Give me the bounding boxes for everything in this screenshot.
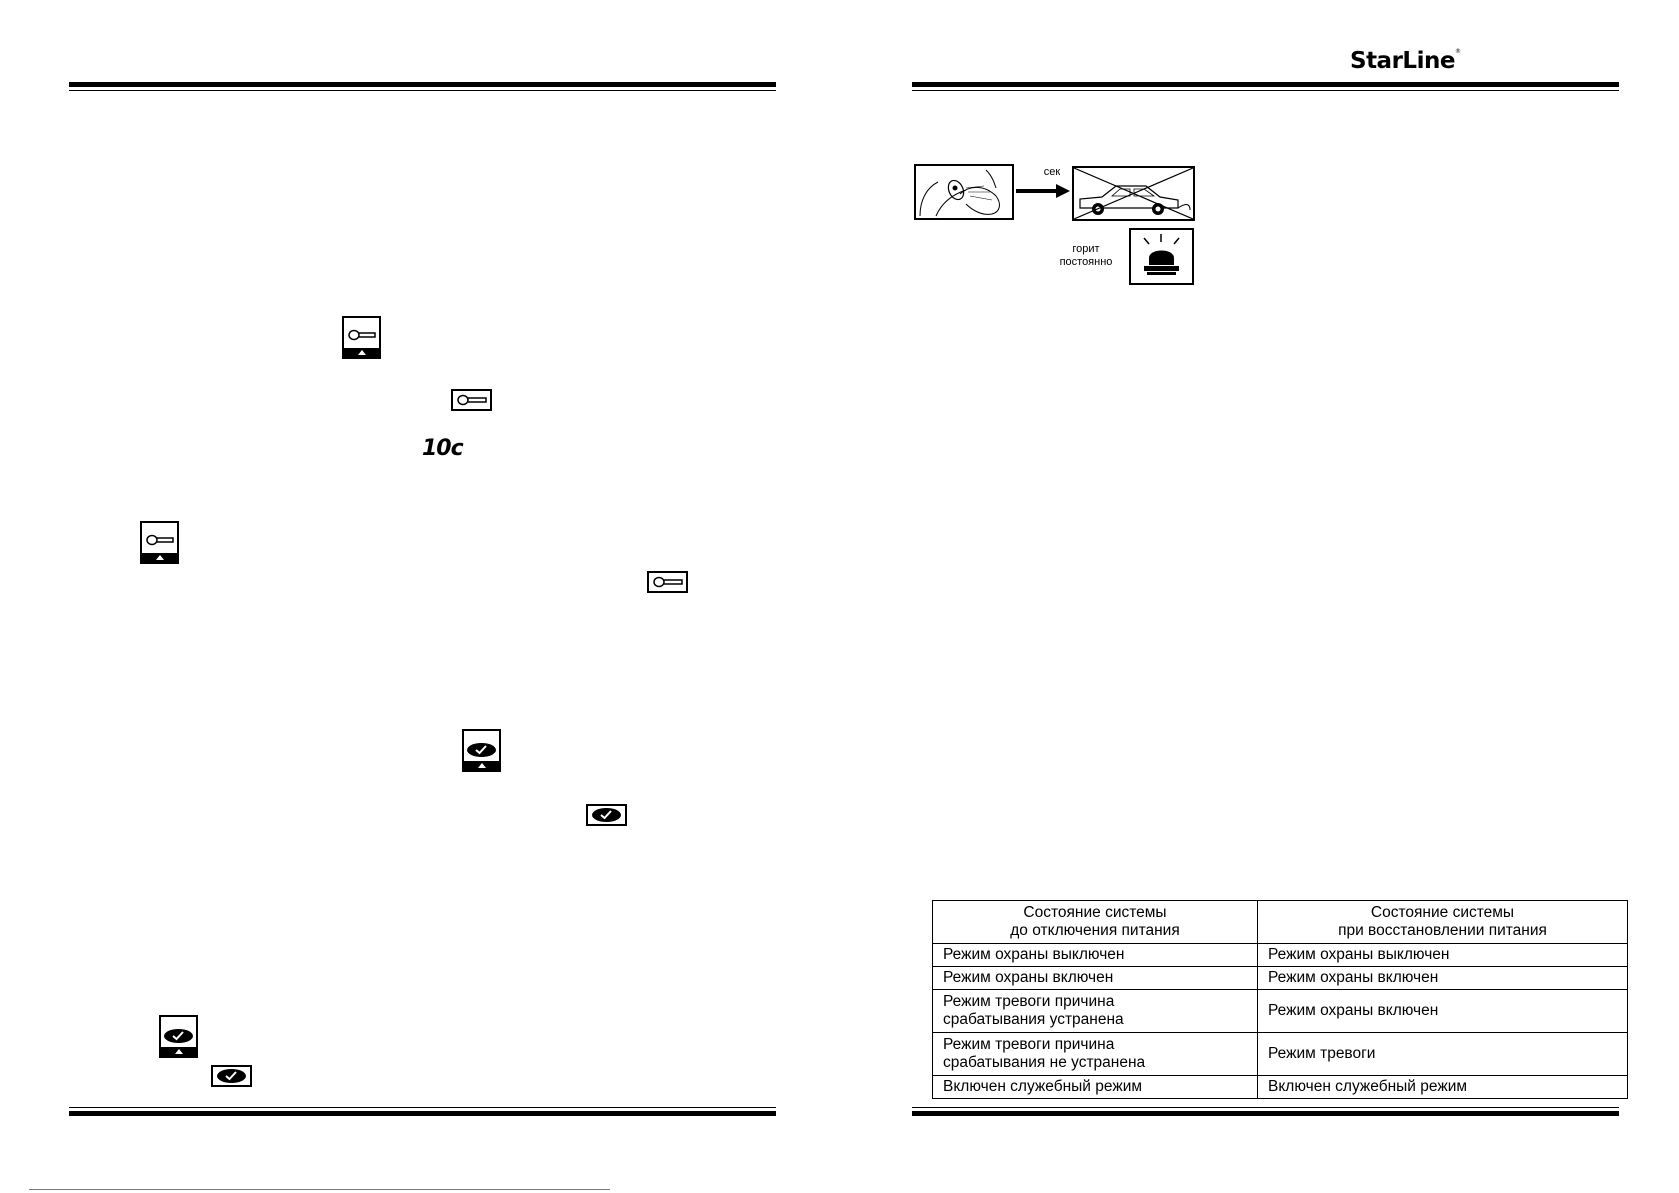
- starline-logo: StarLine®: [1350, 48, 1461, 74]
- check-indicator-icon: [211, 1065, 252, 1087]
- flashing-light-icon: [1129, 228, 1194, 285]
- table-header-before: Состояние системы до отключения питания: [932, 900, 1258, 944]
- table-cell-after: Режим охраны включен: [1257, 966, 1628, 990]
- key-button-icon: [342, 316, 381, 359]
- table-cell-before: Включен служебный режим: [932, 1075, 1258, 1099]
- table-cell-after: Режим тревоги: [1257, 1032, 1628, 1076]
- scan-edge-line: [29, 1189, 610, 1190]
- table-cell-before: Режим охраны включен: [932, 966, 1258, 990]
- crossed-out-car-icon: [1072, 166, 1195, 221]
- table-cell-before: Режим охраны выключен: [932, 943, 1258, 967]
- table-header-after: Состояние системы при восстановлении пит…: [1257, 900, 1628, 944]
- left-footer-rule-thick: [69, 1111, 776, 1116]
- table-cell-before: Режим тревоги причина срабатывания устра…: [932, 989, 1258, 1033]
- table-row: Режим тревоги причина срабатывания не ус…: [932, 1032, 1628, 1076]
- key-indicator-icon: [647, 571, 688, 593]
- table-cell-after: Включен служебный режим: [1257, 1075, 1628, 1099]
- light-label: горит постоянно: [1059, 243, 1113, 268]
- table-header-row: Состояние системы до отключения питания …: [932, 900, 1628, 944]
- hand-with-keyfob-icon: [914, 164, 1014, 220]
- table-row: Режим тревоги причина срабатывания устра…: [932, 989, 1628, 1033]
- right-header-rule-thin: [912, 90, 1619, 91]
- left-header-rule-thin: [69, 90, 776, 91]
- arrow-right-icon: [1016, 184, 1070, 198]
- left-header-rule-thick: [69, 82, 776, 87]
- right-header-rule-thick: [912, 82, 1619, 87]
- key-indicator-icon: [451, 389, 492, 411]
- left-footer-rule-thin: [69, 1107, 776, 1108]
- right-footer-rule-thin: [912, 1107, 1619, 1108]
- table-cell-before: Режим тревоги причина срабатывания не ус…: [932, 1032, 1258, 1076]
- check-button-icon: [462, 729, 501, 772]
- check-indicator-icon: [586, 804, 627, 826]
- table-row: Режим охраны выключен Режим охраны выклю…: [932, 943, 1628, 967]
- table-row: Режим охраны включен Режим охраны включе…: [932, 966, 1628, 990]
- table-cell-after: Режим охраны выключен: [1257, 943, 1628, 967]
- table-cell-after: Режим охраны включен: [1257, 989, 1628, 1033]
- power-state-table: Состояние системы до отключения питания …: [932, 900, 1628, 1099]
- right-footer-rule-thick: [912, 1111, 1619, 1116]
- timer-display-readout: 10c: [422, 436, 464, 461]
- arrow-label: сек: [1043, 166, 1061, 178]
- check-button-icon: [159, 1015, 198, 1058]
- table-row: Включен служебный режим Включен служебны…: [932, 1075, 1628, 1099]
- key-button-icon: [140, 521, 179, 564]
